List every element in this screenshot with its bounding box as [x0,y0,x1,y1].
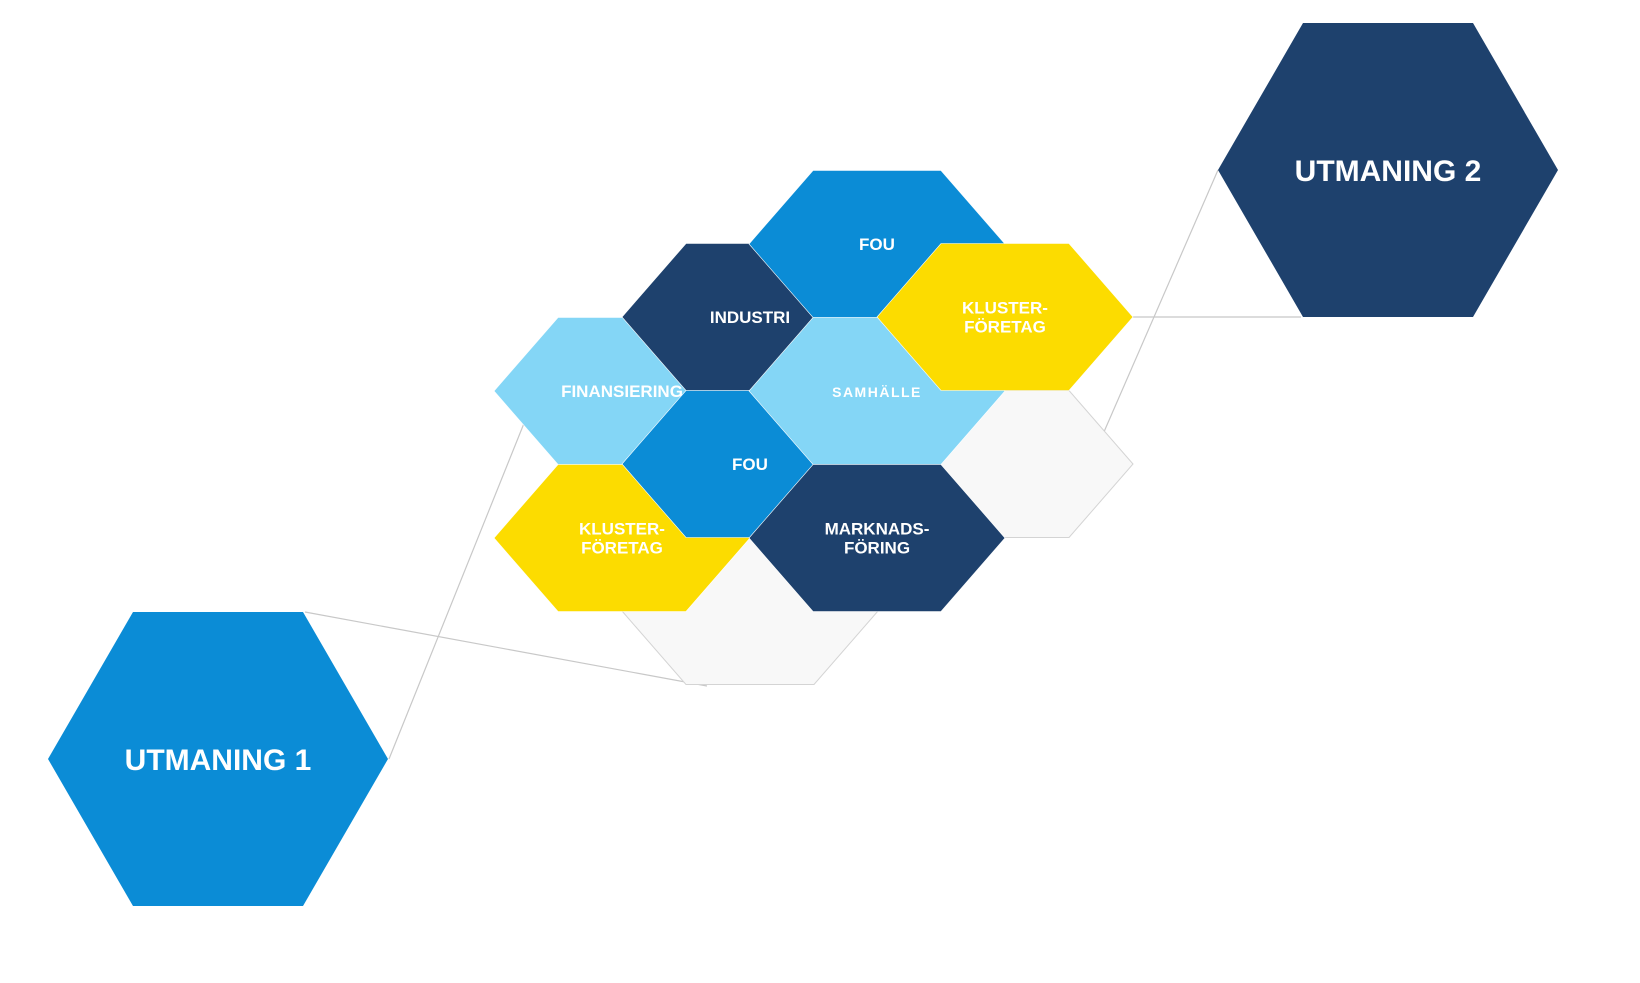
challenge-hex-shape-second [1218,23,1558,317]
hex-label-kluster-top: KLUSTER- [962,299,1048,318]
hex-label-industri: INDUSTRI [710,308,790,327]
hex-shape-marknadsforing [748,464,1006,612]
hex-label-kluster-top: FÖRETAG [964,318,1046,337]
hex-cell-marknadsforing: MARKNADS-FÖRING [748,464,1006,612]
hex-label-samhalle: SAMHÄLLE [832,384,922,400]
connector-challenge2-left [1089,169,1219,465]
challenge-hex-shape-first [48,612,388,906]
challenge-hex-second: UTMANING 2 [1218,23,1558,317]
hex-label-kluster-bottom: KLUSTER- [579,520,665,539]
hex-cell-kluster-top: KLUSTER-FÖRETAG [876,243,1134,391]
hex-label-marknadsforing: FÖRING [844,539,910,558]
challenge-hex-first: UTMANING 1 [48,612,388,906]
connector-challenge1-top [304,611,708,687]
challenge-label-second: UTMANING 2 [1295,155,1482,188]
hex-shape-kluster-top [876,243,1134,391]
challenge-label-first: UTMANING 1 [125,744,312,777]
hex-label-marknadsforing: MARKNADS- [825,520,930,539]
hex-label-finansiering: FINANSIERING [561,382,683,401]
hex-label-fou-mid: FOU [732,455,768,474]
challenge-hexes: UTMANING 1 UTMANING 2 [48,23,1558,906]
hex-cluster: FINANSIERINGKLUSTER-FÖRETAGINDUSTRIFOUFO… [493,170,1134,685]
connector-challenge1-right [388,390,538,760]
hex-label-fou-top: FOU [859,235,895,254]
hex-label-kluster-bottom: FÖRETAG [581,539,663,558]
